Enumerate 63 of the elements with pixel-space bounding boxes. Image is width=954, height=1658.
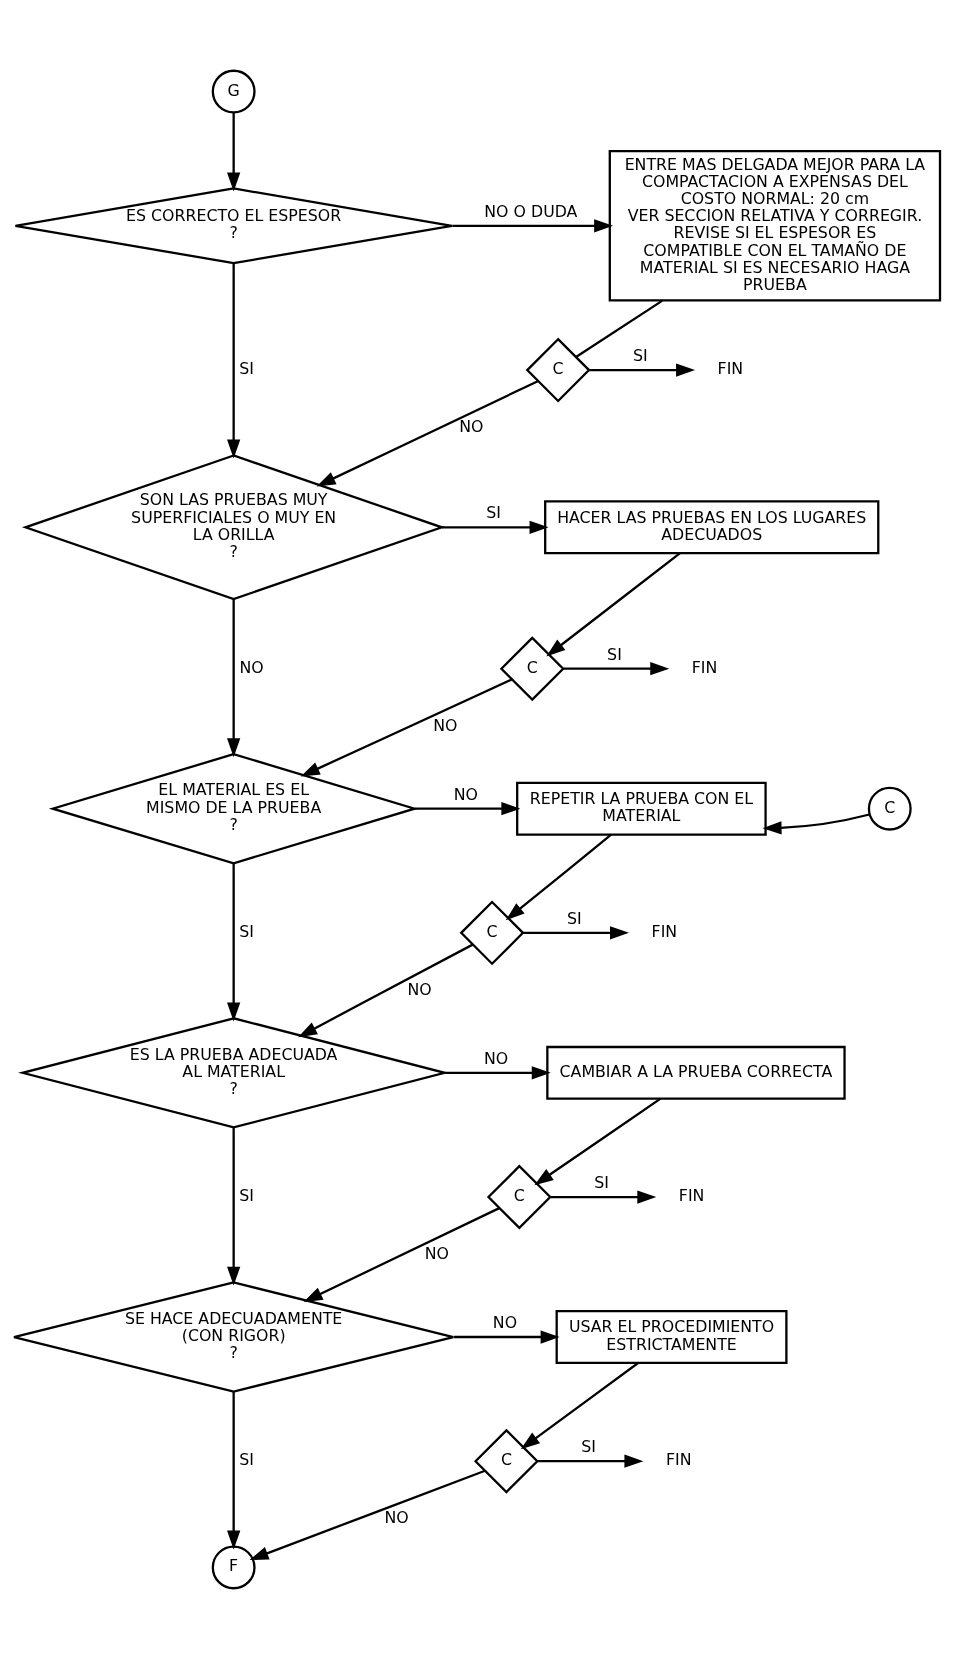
edge-label: NO [459, 416, 484, 436]
edge-label: SI [566, 908, 582, 928]
arrow [534, 1097, 661, 1185]
arrow [520, 1361, 639, 1449]
edge-label: SI [239, 1449, 254, 1469]
arrow [505, 833, 612, 920]
arrow [523, 925, 630, 939]
arrow [563, 661, 670, 675]
edge-label: NO [453, 784, 478, 804]
arrow [414, 801, 521, 815]
node-box: USAR EL PROCEDIMIENTO ESTRICTAMENTE [555, 1309, 788, 1364]
node-circle: G [211, 69, 256, 114]
edge-label: NO [483, 1048, 509, 1068]
arrow [249, 1469, 486, 1560]
arrow [227, 598, 241, 757]
edge-label: SI [581, 1436, 596, 1456]
edge-label: SI [632, 345, 648, 365]
arrow [537, 1454, 644, 1468]
edge-label: SI [239, 1185, 254, 1205]
edge-label: SI [239, 358, 254, 378]
arrow [227, 863, 241, 1021]
arrow [300, 678, 513, 776]
edge-label: NO [433, 715, 458, 735]
node-circle: F [211, 1544, 256, 1589]
arrow [445, 1065, 551, 1079]
edge-label: SI [239, 921, 254, 941]
arrow [227, 1391, 241, 1550]
node-text: FIN [678, 1185, 705, 1205]
arrow [441, 520, 549, 534]
node-text: FIN [691, 657, 718, 677]
arrow [762, 812, 870, 834]
edge-label: NO [492, 1312, 518, 1332]
arrow [316, 379, 539, 486]
node-diamond: ES CORRECTO EL ESPESOR ? [14, 186, 454, 264]
node-circle: C [867, 786, 912, 831]
edge-label: NO [424, 1243, 449, 1263]
arrow [227, 262, 241, 458]
edge-label: NO [384, 1507, 409, 1527]
arrow [227, 111, 241, 191]
node-diamond: SE HACE ADECUADAMENTE (CON RIGOR) ? [12, 1280, 455, 1393]
arrow [589, 362, 696, 377]
node-box: ENTRE MAS DELGADA MEJOR PARA LA COMPACTACION A EXPENSAS DEL COSTO NORMAL: 20 cm VER SECCION RELATIVA Y CORREGIR. REVISE SI EL ESPESOR ES COMPATIBLE CON EL TAMAÑO DE MATERIAL SI ES NECESARIO HAGA PRUEBA [608, 149, 942, 302]
node-text: FIN [665, 1449, 692, 1469]
node-box: HACER LAS PRUEBAS EN LOS LUGARES ADECUADOS [544, 499, 880, 554]
node-box: REPETIR LA PRUEBA CON EL MATERIAL [516, 781, 767, 836]
connector [575, 299, 663, 358]
arrow [227, 1127, 241, 1286]
edge-label: NO [407, 979, 432, 999]
node-text: FIN [651, 921, 678, 941]
node-text: FIN [717, 358, 744, 378]
arrow [298, 943, 474, 1037]
edge-label: SI [607, 644, 622, 664]
edge-label: NO O DUDA [484, 201, 578, 221]
arrow [303, 1206, 500, 1302]
arrow [453, 1329, 560, 1344]
node-diamond: C [525, 337, 591, 403]
arrow [546, 551, 681, 656]
arrow [550, 1189, 657, 1204]
edge-label: SI [594, 1172, 609, 1192]
edge-label: NO [239, 657, 264, 677]
edge-label: SI [486, 502, 501, 522]
node-box: CAMBIAR A LA PRUEBA CORRECTA [546, 1045, 846, 1100]
arrow [452, 218, 614, 232]
